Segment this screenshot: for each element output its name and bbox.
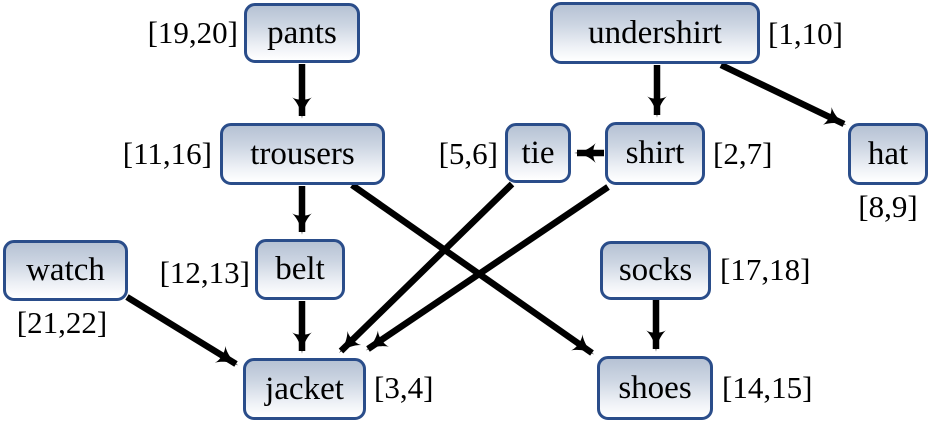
node-belt: belt: [255, 239, 345, 300]
node-hat-label: hat: [867, 135, 909, 172]
node-tie-label: tie: [521, 134, 555, 171]
edge-trousers-shoes: [350, 182, 595, 356]
node-trousers: trousers: [220, 123, 385, 185]
node-jacket-label: jacket: [265, 370, 344, 407]
time-label-trousers: [11,16]: [122, 136, 212, 171]
node-shirt-label: shirt: [625, 135, 685, 171]
edge-shirt-jacket: [365, 184, 610, 352]
node-socks-label: socks: [618, 252, 693, 288]
node-trousers-label: trousers: [250, 135, 355, 172]
node-tie: tie: [505, 123, 571, 183]
edge-tie-jacket: [338, 181, 515, 354]
node-watch: watch: [3, 240, 128, 301]
node-undershirt-label: undershirt: [588, 14, 722, 51]
time-label-watch: [21,22]: [16, 305, 108, 340]
node-pants: pants: [244, 3, 360, 63]
node-belt-label: belt: [275, 251, 325, 287]
node-jacket: jacket: [243, 358, 366, 420]
node-shirt: shirt: [605, 122, 705, 185]
edge-undershirt-hat: [719, 62, 847, 127]
time-label-socks: [17,18]: [720, 252, 811, 287]
time-label-undershirt: [1,10]: [768, 16, 843, 51]
edge-watch-jacket: [125, 294, 239, 367]
node-watch-label: watch: [26, 252, 105, 288]
node-pants-label: pants: [267, 14, 337, 51]
time-label-shoes: [14,15]: [722, 370, 813, 405]
node-undershirt: undershirt: [550, 2, 760, 64]
time-label-hat: [8,9]: [858, 189, 918, 224]
node-shoes-label: shoes: [618, 369, 692, 406]
node-socks: socks: [600, 241, 711, 300]
node-shoes: shoes: [597, 356, 713, 420]
node-hat: hat: [848, 123, 928, 185]
time-label-jacket: [3,4]: [374, 370, 434, 405]
time-label-tie: [5,6]: [438, 136, 498, 171]
time-label-pants: [19,20]: [147, 15, 238, 50]
time-label-belt: [12,13]: [159, 255, 250, 290]
time-label-shirt: [2,7]: [713, 136, 773, 171]
